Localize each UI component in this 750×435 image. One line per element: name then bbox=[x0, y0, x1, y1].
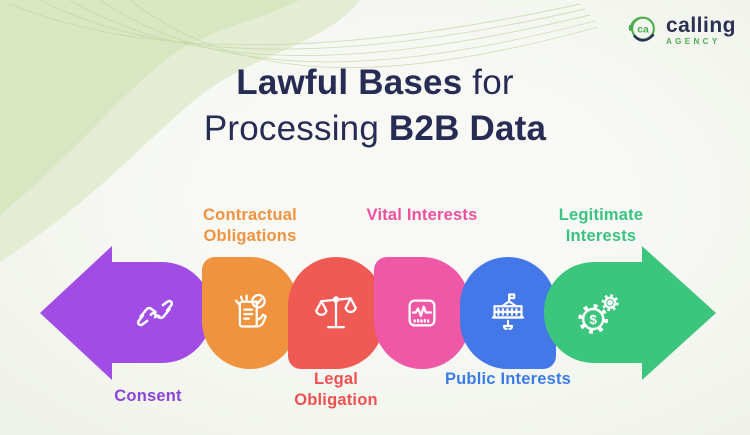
handshake-icon bbox=[136, 299, 174, 326]
svg-text:ca: ca bbox=[637, 24, 649, 35]
vital-interests-label: Vital Interests bbox=[366, 206, 478, 224]
contract-document-icon bbox=[234, 293, 267, 328]
page-title: Lawful Bases for Processing B2B Data bbox=[0, 60, 750, 152]
logo-subname: AGENCY bbox=[665, 36, 721, 46]
vitals-monitor-icon bbox=[408, 299, 436, 327]
logo-name: calling bbox=[665, 13, 736, 37]
calling-agency-logo: ca calling AGENCY bbox=[626, 13, 736, 47]
legitimate-interests-label: Legitimate Interests bbox=[558, 206, 644, 245]
title-line-1: Lawful Bases for bbox=[0, 60, 750, 106]
title-light-part-2: Processing bbox=[203, 109, 389, 148]
legal-obligation-label: Legal Obligation bbox=[294, 370, 378, 409]
public-interests-shape bbox=[460, 257, 556, 369]
vital-interests-shape bbox=[374, 257, 470, 369]
justice-scales-icon bbox=[315, 296, 357, 329]
svg-text:$: $ bbox=[589, 311, 597, 326]
legitimate-interests-arrow-head bbox=[642, 246, 716, 380]
consent-label: Consent bbox=[114, 387, 182, 405]
title-light-part-1: for bbox=[462, 63, 514, 102]
contractual-obligations-shape bbox=[202, 257, 298, 369]
title-bold-part-2: B2B Data bbox=[388, 109, 547, 148]
consent-arrow-body bbox=[98, 262, 212, 363]
calling-agency-logo-icon: ca bbox=[628, 16, 655, 42]
contractual-obligations-label: Contractual Obligations bbox=[203, 206, 297, 245]
public-interests-label: Public Interests bbox=[444, 370, 572, 388]
legitimate-interests-arrow-body: $ bbox=[544, 262, 652, 363]
legal-obligation-shape bbox=[288, 257, 384, 369]
title-bold-part-1: Lawful Bases bbox=[236, 63, 463, 102]
title-line-2: Processing B2B Data bbox=[0, 106, 750, 152]
government-building-icon bbox=[491, 293, 525, 330]
gears-dollar-icon: $ bbox=[578, 293, 619, 334]
